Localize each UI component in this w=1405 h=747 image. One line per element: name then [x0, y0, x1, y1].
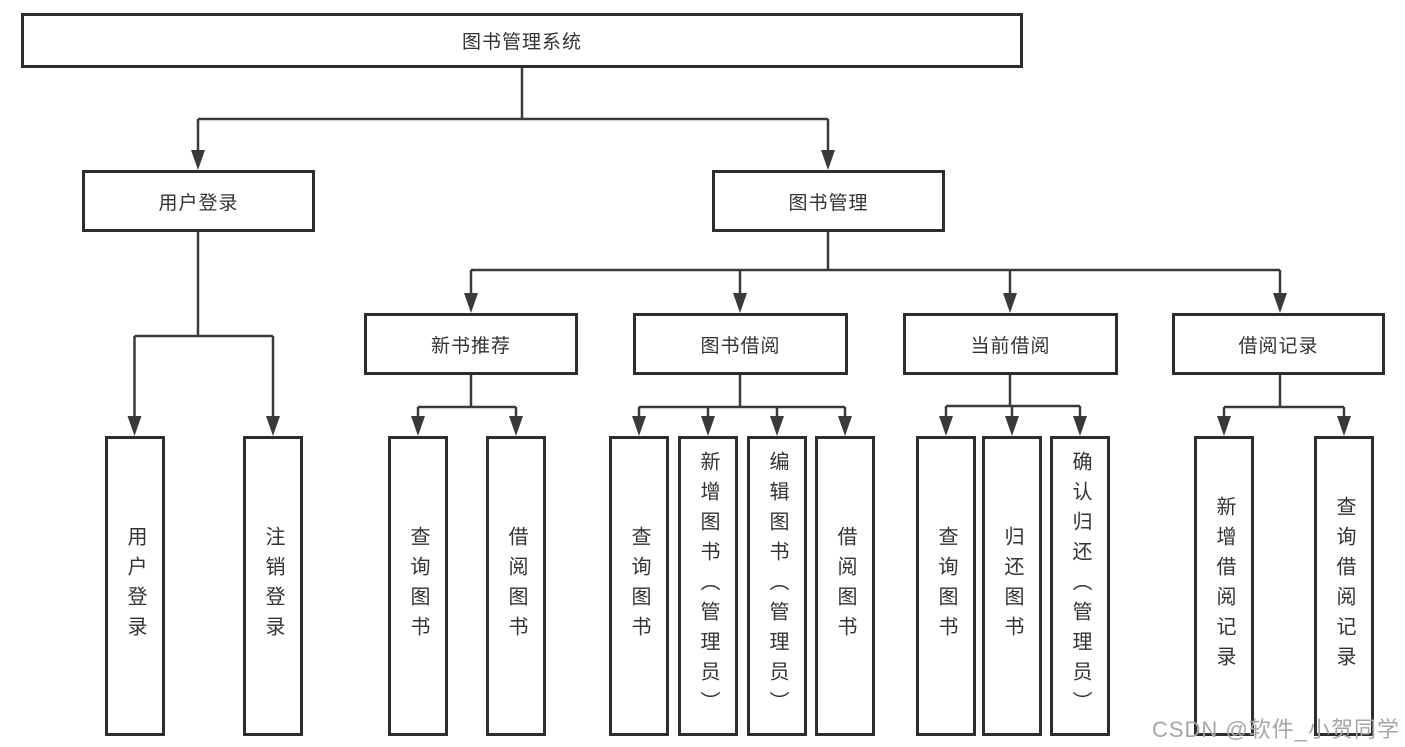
leaf-borrow-books-1: 借阅图书: [486, 436, 546, 736]
leaf-edit-book-admin-label: 编辑图书（管理员）: [766, 451, 788, 721]
leaf-logout-label: 注销登录: [262, 526, 284, 646]
leaf-confirm-return-admin: 确认归还（管理员）: [1050, 436, 1110, 736]
connector-bookmgmt-to-level3: [464, 232, 1287, 313]
leaf-query-books-2-label: 查询图书: [628, 526, 650, 646]
leaf-query-books-3-label: 查询图书: [935, 526, 957, 646]
node-book-management-label: 图书管理: [788, 192, 869, 214]
leaf-query-borrow-record: 查询借阅记录: [1314, 436, 1374, 736]
node-new-book-recommend: 新书推荐: [364, 313, 578, 375]
leaf-add-book-admin-label: 新增图书（管理员）: [697, 451, 719, 721]
leaf-query-books-2: 查询图书: [609, 436, 669, 736]
leaf-confirm-return-admin-label: 确认归还（管理员）: [1069, 451, 1091, 721]
leaf-query-books-1: 查询图书: [388, 436, 448, 736]
connector-currentborrow-to-leaves: [939, 375, 1087, 436]
leaf-return-books: 归还图书: [982, 436, 1042, 736]
node-user-login-label: 用户登录: [158, 192, 239, 214]
leaf-edit-book-admin: 编辑图书（管理员）: [747, 436, 807, 736]
connector-bookborrow-to-leaves: [632, 375, 852, 436]
node-current-borrow-label: 当前借阅: [970, 335, 1051, 357]
connector-root-to-level2: [191, 68, 835, 170]
node-current-borrow: 当前借阅: [903, 313, 1118, 375]
csdn-watermark: CSDN @软件_小贺同学: [1151, 717, 1400, 742]
node-new-book-recommend-label: 新书推荐: [430, 335, 511, 357]
leaf-add-borrow-record-label: 新增借阅记录: [1213, 496, 1235, 676]
node-user-login: 用户登录: [82, 170, 315, 232]
leaf-query-books-3: 查询图书: [916, 436, 976, 736]
node-borrow-record: 借阅记录: [1172, 313, 1385, 375]
leaf-logout: 注销登录: [243, 436, 303, 736]
node-book-management: 图书管理: [712, 170, 945, 232]
leaf-query-borrow-record-label: 查询借阅记录: [1333, 496, 1355, 676]
leaf-add-book-admin: 新增图书（管理员）: [678, 436, 738, 736]
node-root-label: 图书管理系统: [461, 32, 582, 53]
leaf-borrow-books-1-label: 借阅图书: [505, 526, 527, 646]
leaf-user-login: 用户登录: [105, 436, 165, 736]
connector-userlogin-to-leaves: [127, 232, 280, 436]
leaf-borrow-books-2-label: 借阅图书: [834, 526, 856, 646]
leaf-user-login-label: 用户登录: [124, 526, 146, 646]
connector-newbookrec-to-leaves: [411, 375, 523, 436]
leaf-query-books-1-label: 查询图书: [407, 526, 429, 646]
leaf-borrow-books-2: 借阅图书: [815, 436, 875, 736]
leaf-add-borrow-record: 新增借阅记录: [1194, 436, 1254, 736]
node-root-system: 图书管理系统: [21, 13, 1023, 68]
connector-borrowrecord-to-leaves: [1217, 375, 1351, 436]
leaf-return-books-label: 归还图书: [1001, 526, 1023, 646]
node-book-borrow-label: 图书借阅: [700, 335, 781, 357]
node-book-borrow: 图书借阅: [633, 313, 848, 375]
node-borrow-record-label: 借阅记录: [1238, 335, 1319, 357]
